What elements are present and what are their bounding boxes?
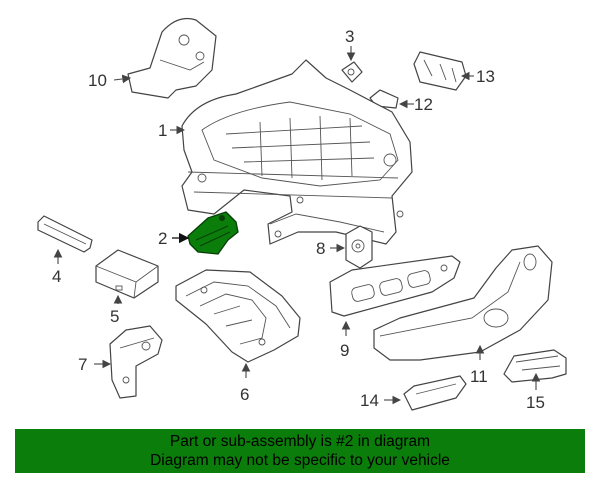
callout-7: 7 [78,355,87,374]
callout-4: 4 [52,267,61,286]
notice-banner: Part or sub-assembly is #2 in diagram Di… [15,429,585,473]
part-10-bracket [127,17,217,99]
part-2-highlighted [187,211,239,255]
callout-8: 8 [316,239,325,258]
part-7-bracket [109,325,163,399]
part-4-trim-strip [37,215,93,253]
part-8-actuator [345,225,373,269]
callout-2: 2 [158,229,167,248]
leader-10 [113,74,132,84]
part-1-seat-frame [181,59,413,245]
notice-line-1: Part or sub-assembly is #2 in diagram [169,433,431,450]
notice-line-2: Diagram may not be specific to your vehi… [150,452,450,469]
callout-5: 5 [110,307,119,326]
callout-11: 11 [470,367,488,386]
callout-14: 14 [360,391,379,410]
part-5-module [95,249,159,299]
callout-13: 13 [476,67,495,86]
callout-15: 15 [526,393,545,412]
parts-diagram: 10 3 13 12 1 2 [37,17,567,412]
part-15-rear-cover [503,349,567,383]
callout-6: 6 [240,385,249,404]
callout-12: 12 [414,95,433,114]
part-14-handle [403,375,467,411]
part-11-side-shield [373,245,553,361]
callout-1: 1 [158,121,167,140]
callout-3: 3 [345,27,354,46]
part-9-switch-bezel [329,255,461,317]
part-6-base-pan [175,269,301,363]
callout-10: 10 [88,71,107,90]
part-13-cover [413,51,467,91]
callout-9: 9 [340,341,349,360]
part-3-washer [341,61,363,83]
